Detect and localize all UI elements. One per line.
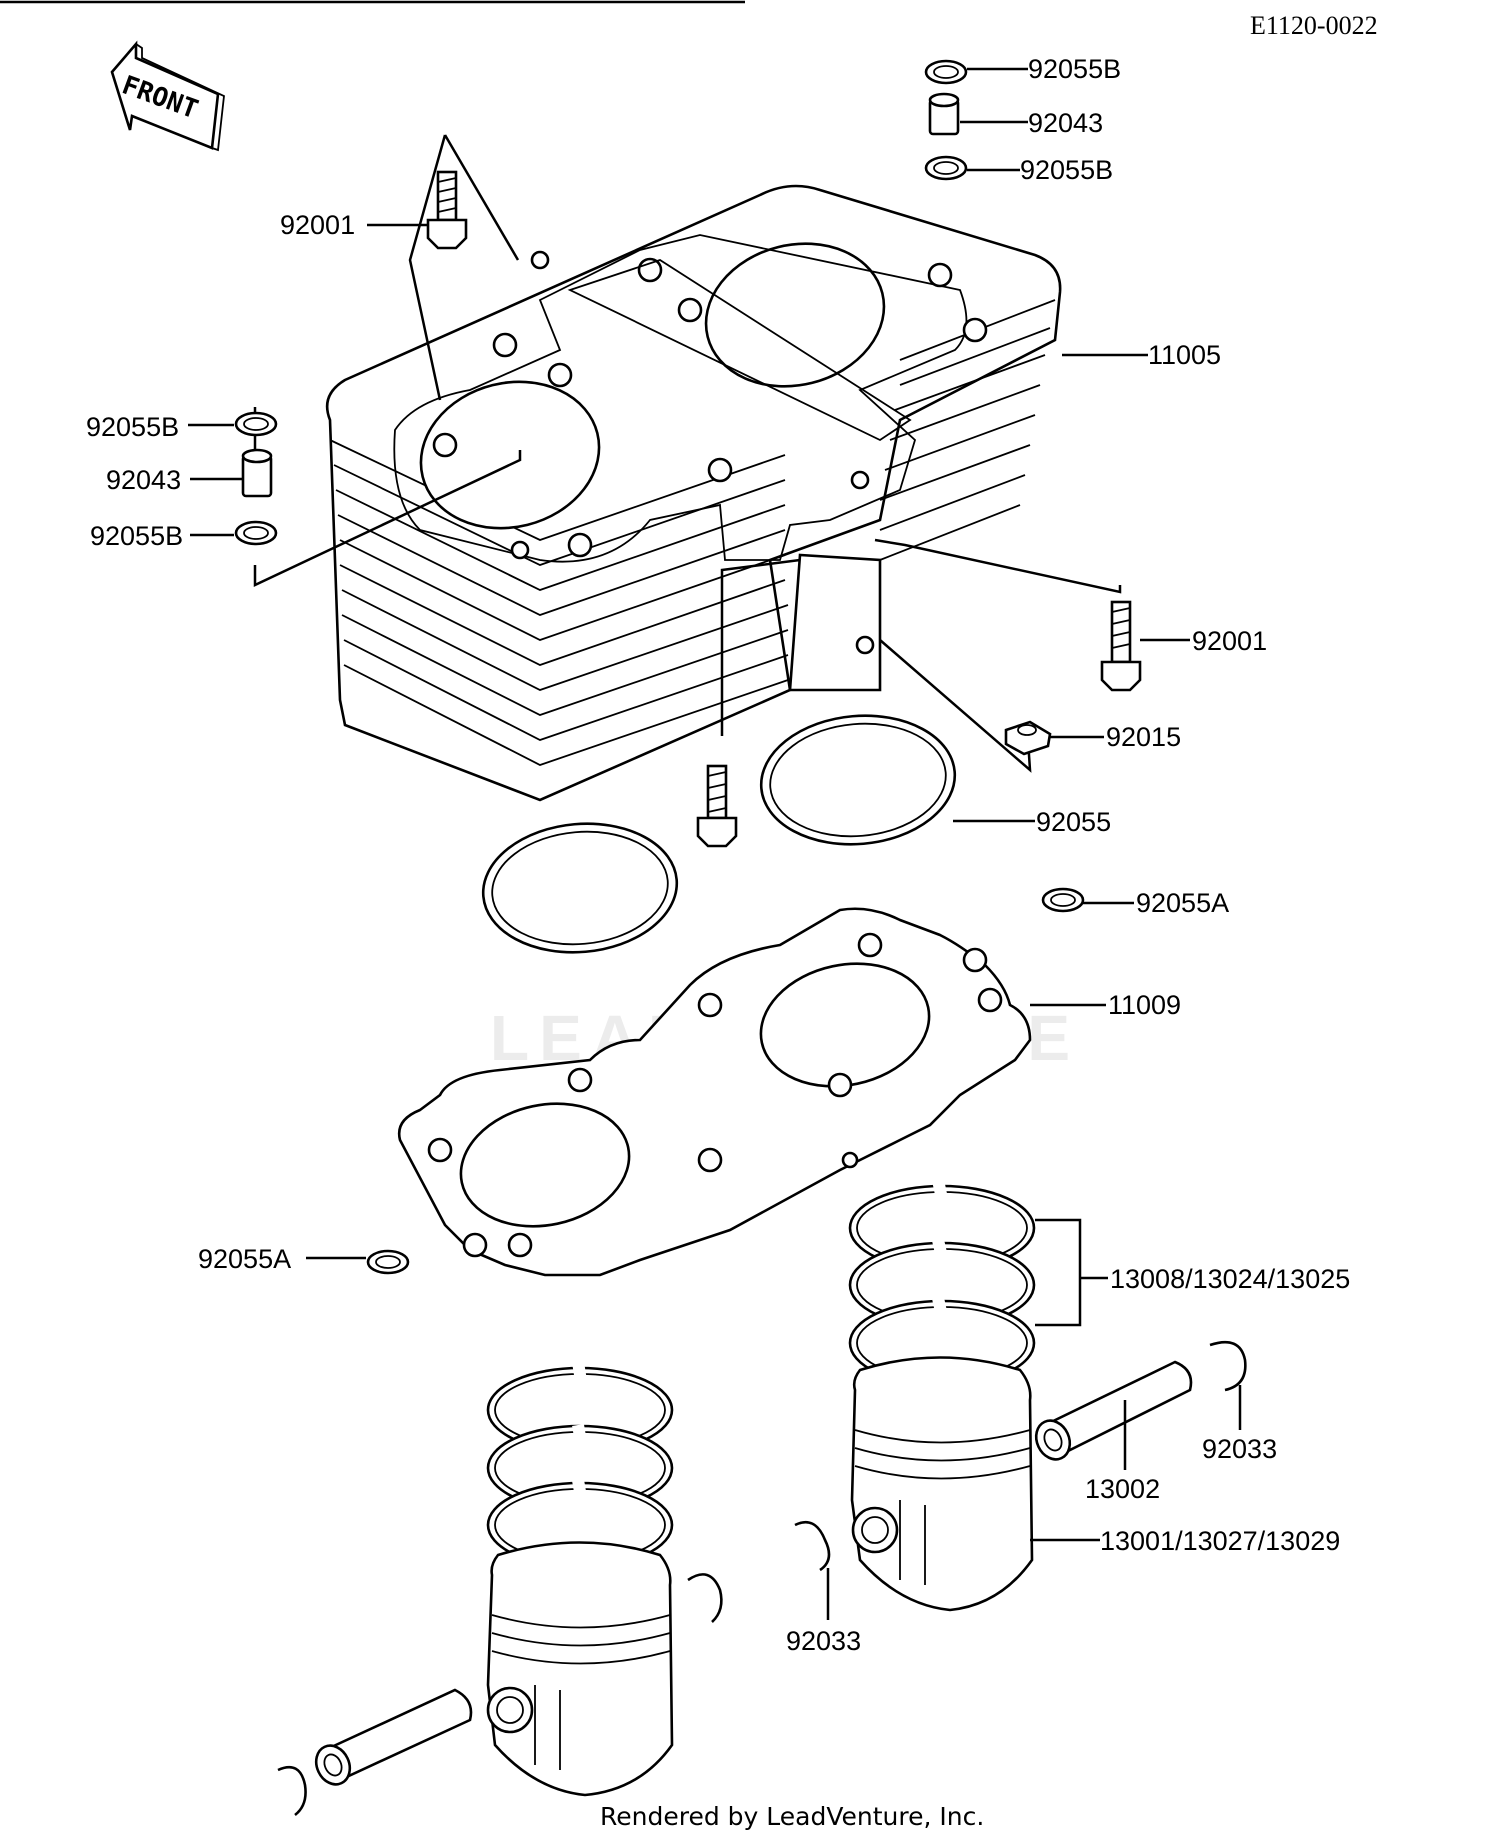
diagram-reference: E1120-0022	[1250, 11, 1378, 40]
piston-icon	[850, 1356, 1034, 1612]
o-ring-icon	[481, 822, 679, 954]
front-arrow-icon: FRONT	[110, 40, 225, 152]
label-circlip-center: 92033	[786, 1626, 861, 1656]
collar-icon	[928, 92, 960, 136]
label-ring-set: 13008/13024/13025	[1110, 1264, 1350, 1294]
bolt-icon	[426, 170, 468, 250]
washer-icon	[924, 155, 968, 181]
label-o-ring: 92055	[1036, 807, 1111, 837]
bolt-icon	[1100, 600, 1142, 692]
circlip-icon	[277, 1765, 307, 1817]
circlip-icon	[794, 1520, 831, 1572]
label-cylinder: 11005	[1148, 340, 1221, 370]
label-circlip-right: 92033	[1202, 1434, 1277, 1464]
piston-icon	[486, 1541, 674, 1797]
footer-credit: Rendered by LeadVenture, Inc.	[600, 1802, 984, 1831]
washer-icon	[234, 411, 278, 437]
circlip-icon	[687, 1573, 723, 1623]
label-washer-b-top-2: 92055B	[1020, 155, 1113, 185]
leader-line	[874, 538, 1122, 594]
label-washer-b-left-2: 92055B	[90, 521, 183, 551]
piston-ring-icon	[486, 1361, 674, 1569]
washer-icon	[924, 59, 968, 85]
circlip-icon	[1209, 1340, 1247, 1392]
label-washer-b-top-1: 92055B	[1028, 54, 1121, 84]
leader-line	[408, 134, 447, 401]
cylinder-block	[325, 184, 1062, 802]
leader-line	[253, 450, 522, 587]
nut-icon	[1004, 720, 1052, 756]
piston-pin-icon	[314, 1688, 473, 1786]
label-bolt-right: 92001	[1192, 626, 1267, 656]
label-piston: 13001/13027/13029	[1100, 1526, 1340, 1556]
head-gasket	[397, 907, 1032, 1277]
label-bolt-left: 92001	[280, 210, 355, 240]
collar-icon	[241, 448, 273, 498]
washer-icon	[1041, 887, 1085, 913]
label-collar-left: 92043	[106, 465, 181, 495]
label-washer-a-left: 92055A	[198, 1244, 291, 1274]
label-washer-a-right: 92055A	[1136, 888, 1229, 918]
label-gasket: 11009	[1108, 990, 1181, 1020]
label-nut: 92015	[1106, 722, 1181, 752]
label-piston-pin: 13002	[1085, 1474, 1160, 1504]
washer-icon	[366, 1249, 410, 1275]
bolt-icon	[696, 764, 738, 848]
o-ring-icon	[759, 714, 957, 846]
piston-ring-icon	[848, 1178, 1036, 1387]
leader-line	[720, 558, 801, 736]
label-collar-top: 92043	[1028, 108, 1103, 138]
piston-pin-icon	[1034, 1360, 1193, 1461]
washer-icon	[234, 520, 278, 546]
label-washer-b-left-1: 92055B	[86, 412, 179, 442]
